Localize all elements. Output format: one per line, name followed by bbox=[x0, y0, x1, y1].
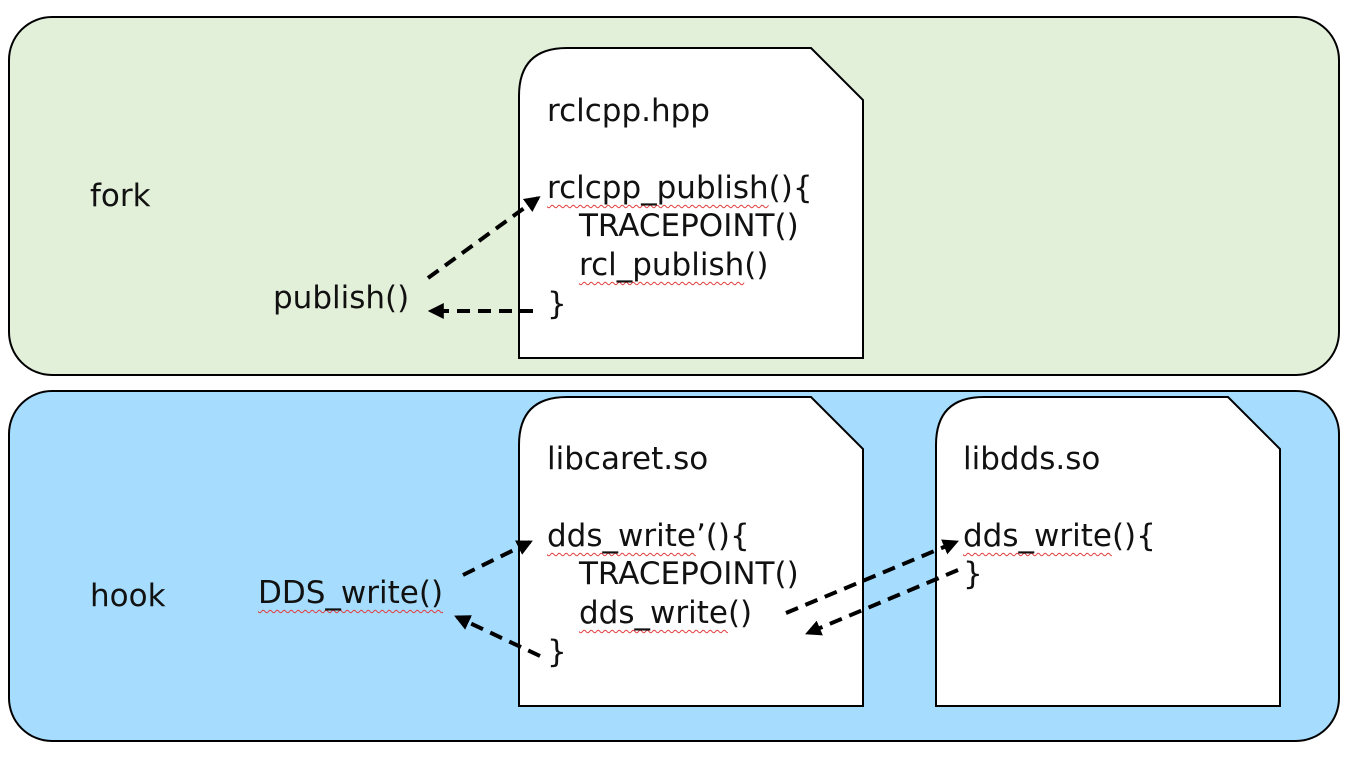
hook-label: hook bbox=[90, 578, 166, 614]
libdds-doc-shape bbox=[935, 396, 1281, 707]
publish-caller: publish() bbox=[273, 280, 410, 316]
rcl-publish-line: rcl_publish() bbox=[579, 250, 768, 281]
libdds-ddswrite-line: dds_write(){ bbox=[963, 521, 1156, 552]
rclcpp-publish-name: rclcpp_publish bbox=[547, 170, 769, 206]
libcaret-inner-call-name: dds_write bbox=[579, 595, 728, 631]
rclcpp-publish-line: rclcpp_publish(){ bbox=[547, 173, 813, 204]
libcaret-tracepoint-line: TRACEPOINT() bbox=[579, 556, 799, 592]
fork-label: fork bbox=[90, 178, 151, 214]
rcl-publish-name: rcl_publish bbox=[579, 247, 745, 283]
libdds-ddswrite-name: dds_write bbox=[963, 518, 1112, 554]
libcaret-closing-brace: } bbox=[547, 634, 567, 670]
libcaret-ddswrite-name: dds_write bbox=[547, 518, 696, 554]
arrow-ddswrite-return bbox=[454, 615, 541, 658]
arrow-publish-call bbox=[426, 196, 541, 280]
rclcpp-publish-suffix: (){ bbox=[768, 170, 813, 206]
libcaret-inner-call-suffix: () bbox=[727, 595, 753, 631]
libdds-ddswrite-suffix: (){ bbox=[1111, 518, 1156, 554]
dds-write-caller: DDS_write() bbox=[258, 575, 444, 611]
libdds-closing-brace: } bbox=[963, 556, 983, 592]
arrow-ddswrite-call bbox=[462, 540, 533, 577]
libdds-doc-title: libdds.so bbox=[963, 441, 1101, 477]
libcaret-inner-call-line: dds_write() bbox=[579, 598, 752, 629]
arrow-libdds-return bbox=[805, 568, 959, 636]
libcaret-ddswrite-suffix: ’(){ bbox=[695, 518, 750, 554]
libcaret-doc-shape bbox=[518, 396, 864, 707]
libcaret-ddswrite-line: dds_write’(){ bbox=[547, 521, 750, 552]
arrow-libdds-call bbox=[785, 539, 959, 615]
rclcpp-doc-shape bbox=[518, 47, 864, 359]
rcl-publish-suffix: () bbox=[744, 247, 769, 283]
libcaret-doc-title: libcaret.so bbox=[547, 441, 709, 477]
rclcpp-closing-brace: } bbox=[547, 286, 567, 322]
rclcpp-doc-title: rclcpp.hpp bbox=[547, 93, 710, 129]
rclcpp-tracepoint-line: TRACEPOINT() bbox=[579, 208, 799, 244]
